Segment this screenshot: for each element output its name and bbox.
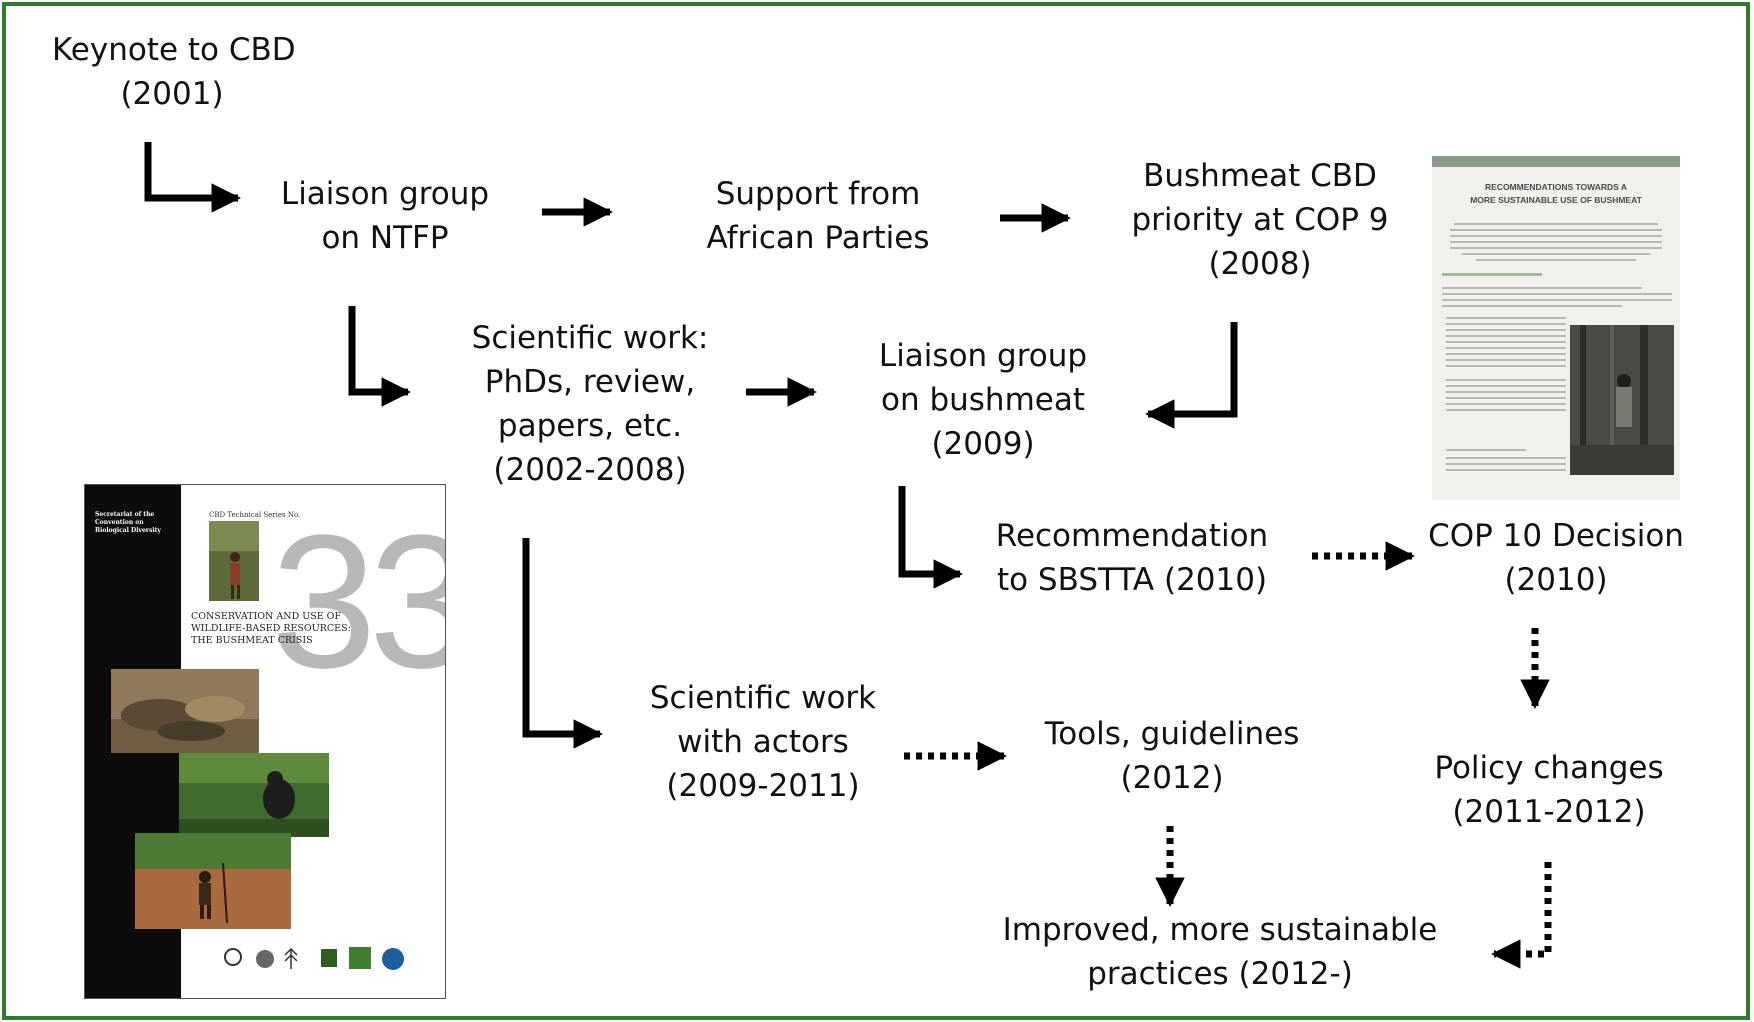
- fao-logo-icon: [349, 947, 371, 969]
- node-tools: Tools, guidelines (2012): [1044, 716, 1300, 796]
- arrow-keynote-to-liaison-ntfp: [144, 142, 241, 213]
- node-recommendation: Recommendation to SBSTTA (2010): [995, 518, 1269, 598]
- arrow-liaison-ntfp-to-scientific: [348, 306, 411, 407]
- poster-forest-photo: [1570, 325, 1674, 475]
- node-liaison-bushmeat: Liaison group on bushmeat (2009): [878, 338, 1088, 462]
- node-bushmeat-priority: Bushmeat CBD priority at COP 9 (2008): [1131, 158, 1389, 282]
- arrow-policy-to-improved: [1491, 862, 1552, 969]
- unep-logo-icon: [224, 948, 242, 966]
- poster-title: RECOMMENDATIONS TOWARDS A MORE SUSTAINAB…: [1470, 182, 1642, 205]
- book-cover-image: Secretariat of the Convention on Biologi…: [84, 484, 446, 999]
- node-liaison-ntfp: Liaison group on NTFP: [280, 176, 490, 256]
- node-improved: Improved, more sustainable practices (20…: [1002, 912, 1438, 992]
- book-series-number: 33: [271, 496, 445, 708]
- arrow-liaison-bushmeat-to-recommendation: [898, 486, 963, 589]
- book-photo-child-road: [135, 833, 291, 929]
- book-series-label: CBD Technical Series No.: [209, 511, 301, 519]
- oc-logo-icon: [382, 948, 404, 970]
- book-publisher: Secretariat of the Convention on Biologi…: [95, 511, 161, 534]
- node-african-support: Support from African Parties: [706, 176, 930, 256]
- book-photo-gorilla: [179, 753, 329, 837]
- node-keynote: Keynote to CBD (2001): [52, 32, 296, 112]
- book-title: CONSERVATION AND USE OF WILDLIFE-BASED R…: [191, 611, 351, 646]
- un-logo-icon: [256, 950, 274, 968]
- node-scientific-actors: Scientific work with actors (2009-2011): [649, 680, 877, 804]
- arrow-priority-to-liaison-bushmeat: [1145, 322, 1238, 429]
- cbd-logo-icon: [284, 947, 298, 969]
- recommendations-poster-image: RECOMMENDATIONS TOWARDS A MORE SUSTAINAB…: [1432, 156, 1680, 500]
- node-policy: Policy changes (2011-2012): [1434, 750, 1664, 830]
- book-partner-logos: [224, 947, 404, 970]
- arrow-scientific-to-actors: [522, 538, 603, 749]
- node-scientific-work: Scientific work: PhDs, review, papers, e…: [471, 320, 709, 488]
- cifor-logo-icon: [321, 949, 337, 967]
- book-photo-crocodiles: [111, 669, 259, 753]
- node-cop10: COP 10 Decision (2010): [1428, 518, 1684, 598]
- book-photo-hunter: [209, 521, 259, 601]
